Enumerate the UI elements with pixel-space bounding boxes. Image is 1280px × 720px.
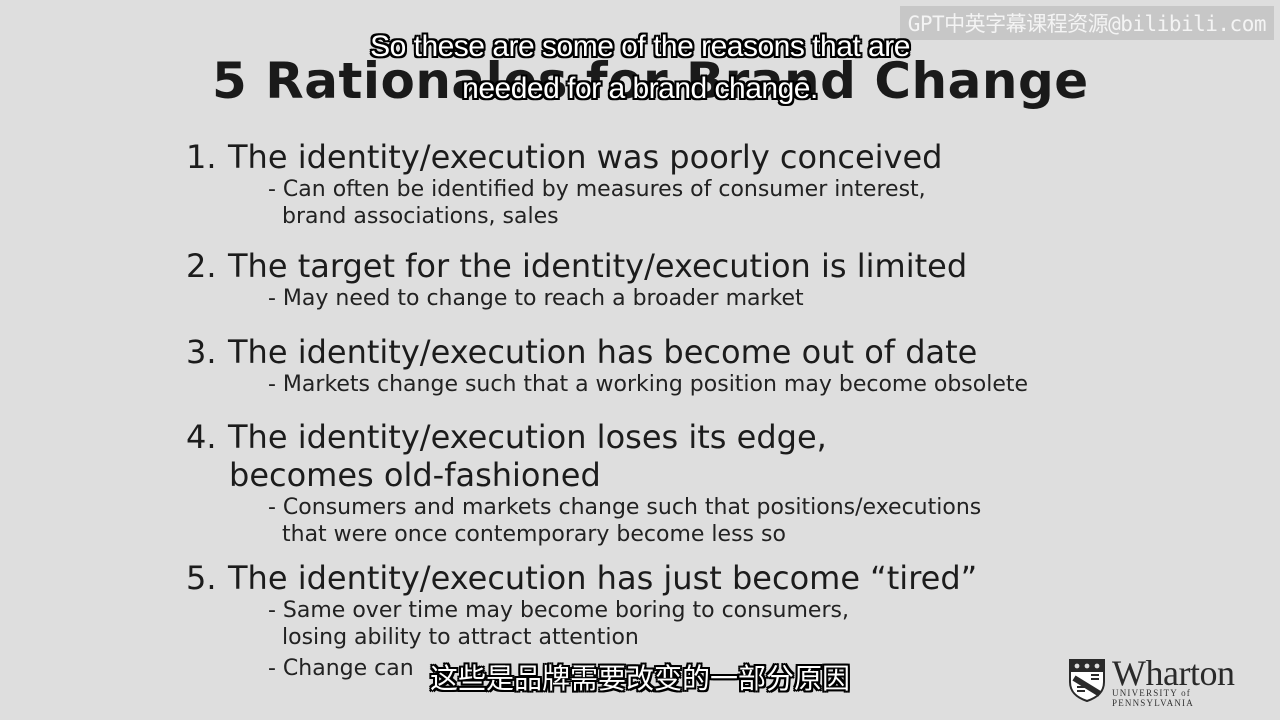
rationale-subpoint: - Consumers and markets change such that… <box>186 494 981 548</box>
subtitle-english-line-2: needed for a brand change. <box>462 72 818 105</box>
rationale-heading-cont: becomes old-fashioned <box>229 456 601 494</box>
rationale-subpoint: - May need to change to reach a broader … <box>186 285 967 312</box>
subtitle-chinese: 这些是品牌需要改变的一部分原因 <box>430 662 851 695</box>
rationale-number: 4. <box>186 418 217 456</box>
rationale-heading: 2. The target for the identity/execution … <box>186 247 967 285</box>
subtitle-english-line-1: So these are some of the reasons that ar… <box>370 30 910 63</box>
rationale-heading: 1. The identity/execution was poorly conc… <box>186 138 942 176</box>
rationale-heading-text: The identity/execution has just become “… <box>228 559 978 597</box>
subpoint-line: - Same over time may become boring to co… <box>268 598 849 623</box>
subpoint-line-cont: brand associations, sales <box>282 204 559 229</box>
logo-university: UNIVERSITY of PENNSYLVANIA <box>1112 688 1194 708</box>
subpoint-line: - Can often be identified by measures of… <box>268 177 926 202</box>
rationale-2: 2. The target for the identity/execution … <box>186 247 967 312</box>
rationale-heading-text: The target for the identity/execution is… <box>228 247 968 285</box>
slide-title: 5 Rationales for Brand Change <box>212 52 1089 110</box>
subpoint-line: - Consumers and markets change such that… <box>268 495 982 520</box>
rationale-subpoint: - Same over time may become boring to co… <box>186 597 977 651</box>
bilibili-watermark: GPT中英字幕课程资源@bilibili.com <box>899 6 1274 40</box>
rationale-number: 2. <box>186 247 217 285</box>
rationale-heading: 3. The identity/execution has become out … <box>186 333 1028 371</box>
wharton-logo: Wharton UNIVERSITY of PENNSYLVANIA <box>1068 653 1250 708</box>
rationale-heading-text: The identity/execution was poorly concei… <box>228 138 943 176</box>
rationale-heading-text: The identity/execution has become out of… <box>228 333 978 371</box>
rationale-number: 5. <box>186 559 217 597</box>
rationale-number: 1. <box>186 138 217 176</box>
rationale-4: 4. The identity/execution loses its edge,… <box>186 418 981 548</box>
rationale-5: 5. The identity/execution has just become… <box>186 559 977 682</box>
rationale-1: 1. The identity/execution was poorly conc… <box>186 138 942 230</box>
rationale-heading: 4. The identity/execution loses its edge,… <box>186 418 981 494</box>
rationale-subpoint: - Markets change such that a working pos… <box>186 371 1028 398</box>
rationale-number: 3. <box>186 333 217 371</box>
shield-icon <box>1069 659 1105 702</box>
subpoint-line: - May need to change to reach a broader … <box>268 286 804 311</box>
rationale-heading-text: The identity/execution loses its edge, <box>228 418 827 456</box>
subpoint-line: - Markets change such that a working pos… <box>268 372 1029 397</box>
subpoint-line-cont: losing ability to attract attention <box>282 625 639 650</box>
rationale-subpoint: - Change can <box>186 655 977 682</box>
subpoint-line-cont: that were once contemporary become less … <box>282 522 786 547</box>
logo-wordmark: Wharton <box>1112 653 1235 693</box>
subpoint-line: - Change can <box>268 656 414 681</box>
rationale-heading: 5. The identity/execution has just become… <box>186 559 977 597</box>
rationale-subpoint: - Can often be identified by measures of… <box>186 176 942 230</box>
rationale-3: 3. The identity/execution has become out … <box>186 333 1028 398</box>
